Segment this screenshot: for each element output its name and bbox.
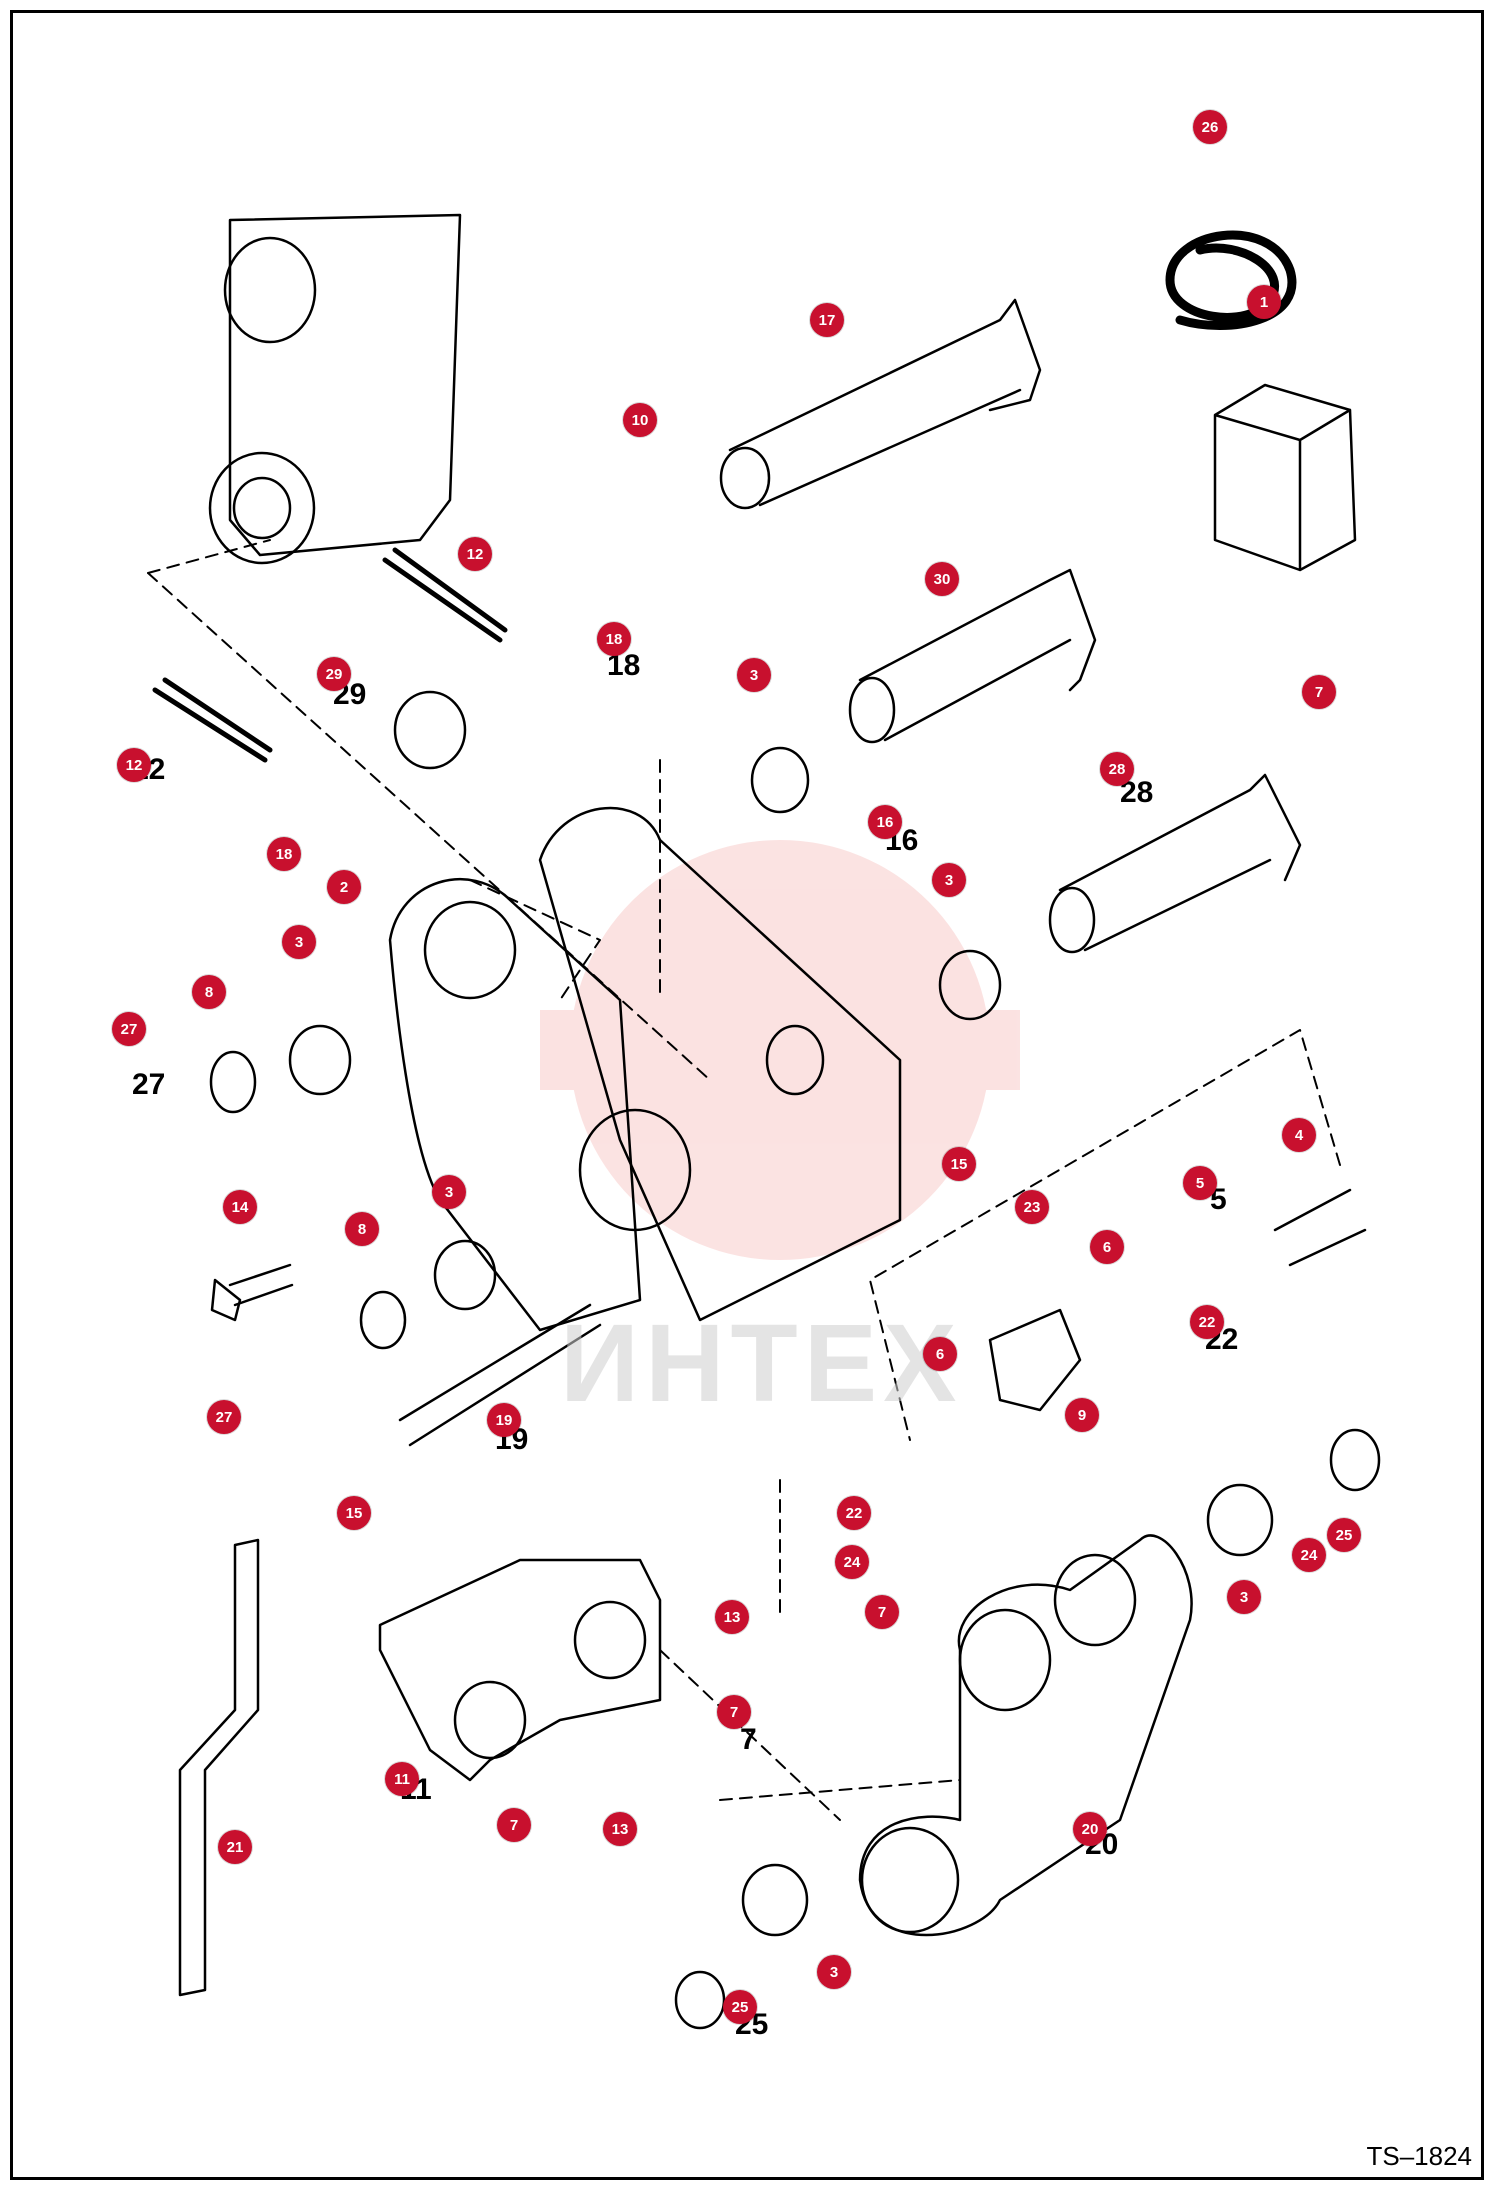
watermark-text: ИНТЕХ: [560, 1302, 963, 1425]
callout-25a[interactable]: 25: [1327, 1518, 1361, 1552]
pin-28: [1058, 773, 1302, 952]
part-number-label: 7: [740, 1723, 757, 1756]
boom-arm: [228, 213, 462, 557]
callout-3d[interactable]: 3: [432, 1175, 466, 1209]
callout-15a[interactable]: 15: [942, 1147, 976, 1181]
callout-7a[interactable]: 7: [1302, 675, 1336, 709]
callout-30[interactable]: 30: [925, 562, 959, 596]
callout-22a[interactable]: 22: [1190, 1305, 1224, 1339]
callout-12b[interactable]: 12: [117, 748, 151, 782]
callout-6a[interactable]: 6: [1090, 1230, 1124, 1264]
watermark-logo: [540, 840, 1020, 1260]
callout-16[interactable]: 16: [868, 805, 902, 839]
callout-7c[interactable]: 7: [717, 1695, 751, 1729]
callout-3e[interactable]: 3: [1227, 1580, 1261, 1614]
pin-30: [858, 568, 1097, 742]
callout-6b[interactable]: 6: [923, 1337, 957, 1371]
bracket-plate-main: [538, 806, 902, 1322]
callout-22b[interactable]: 22: [837, 1496, 871, 1530]
callout-8b[interactable]: 8: [345, 1212, 379, 1246]
callout-23[interactable]: 23: [1015, 1190, 1049, 1224]
callout-20[interactable]: 20: [1073, 1812, 1107, 1846]
callout-14[interactable]: 14: [223, 1190, 257, 1224]
callout-13b[interactable]: 13: [603, 1812, 637, 1846]
callout-7b[interactable]: 7: [865, 1595, 899, 1629]
callout-2[interactable]: 2: [327, 870, 361, 904]
callout-15b[interactable]: 15: [337, 1496, 371, 1530]
callout-5[interactable]: 5: [1183, 1166, 1217, 1200]
callout-24a[interactable]: 24: [1292, 1538, 1326, 1572]
part-box-1: [1213, 383, 1357, 572]
callout-26[interactable]: 26: [1193, 110, 1227, 144]
bolt-14: [210, 1263, 294, 1322]
part-number-label: 27: [132, 1068, 166, 1101]
callout-1[interactable]: 1: [1247, 285, 1281, 319]
callout-27b[interactable]: 27: [207, 1400, 241, 1434]
callout-7d[interactable]: 7: [497, 1808, 531, 1842]
callout-4[interactable]: 4: [1282, 1118, 1316, 1152]
bracket-11: [378, 1558, 662, 1782]
rod-19: [398, 1303, 602, 1447]
callout-13a[interactable]: 13: [715, 1600, 749, 1634]
callout-10[interactable]: 10: [623, 403, 657, 437]
diagram-frame: [10, 10, 1484, 2180]
callout-21[interactable]: 21: [218, 1830, 252, 1864]
callout-25b[interactable]: 25: [723, 1990, 757, 2024]
callout-3b[interactable]: 3: [932, 863, 966, 897]
callout-17[interactable]: 17: [810, 303, 844, 337]
callout-8a[interactable]: 8: [192, 975, 226, 1009]
bracket-plate-2: [388, 877, 642, 1332]
callout-12a[interactable]: 12: [458, 537, 492, 571]
callout-19[interactable]: 19: [487, 1403, 521, 1437]
callout-28[interactable]: 28: [1100, 752, 1134, 786]
coupler-arm-20: [858, 1534, 1193, 1937]
callout-3c[interactable]: 3: [282, 925, 316, 959]
figure-reference-code: TS–1824: [1366, 2141, 1472, 2171]
pin-4: [1273, 1188, 1367, 1267]
rod-21: [178, 1538, 260, 1997]
link-9: [988, 1308, 1082, 1412]
callout-24b[interactable]: 24: [835, 1545, 869, 1579]
callout-9[interactable]: 9: [1065, 1398, 1099, 1432]
callout-18b[interactable]: 18: [267, 837, 301, 871]
callout-18a[interactable]: 18: [597, 622, 631, 656]
spring-12a: [382, 547, 508, 643]
callout-3a[interactable]: 3: [737, 658, 771, 692]
pin-17: [728, 298, 1042, 507]
callout-29[interactable]: 29: [317, 657, 351, 691]
callout-11[interactable]: 11: [385, 1762, 419, 1796]
callout-27a[interactable]: 27: [112, 1012, 146, 1046]
spring-12b: [152, 677, 273, 763]
callout-3f[interactable]: 3: [817, 1955, 851, 1989]
